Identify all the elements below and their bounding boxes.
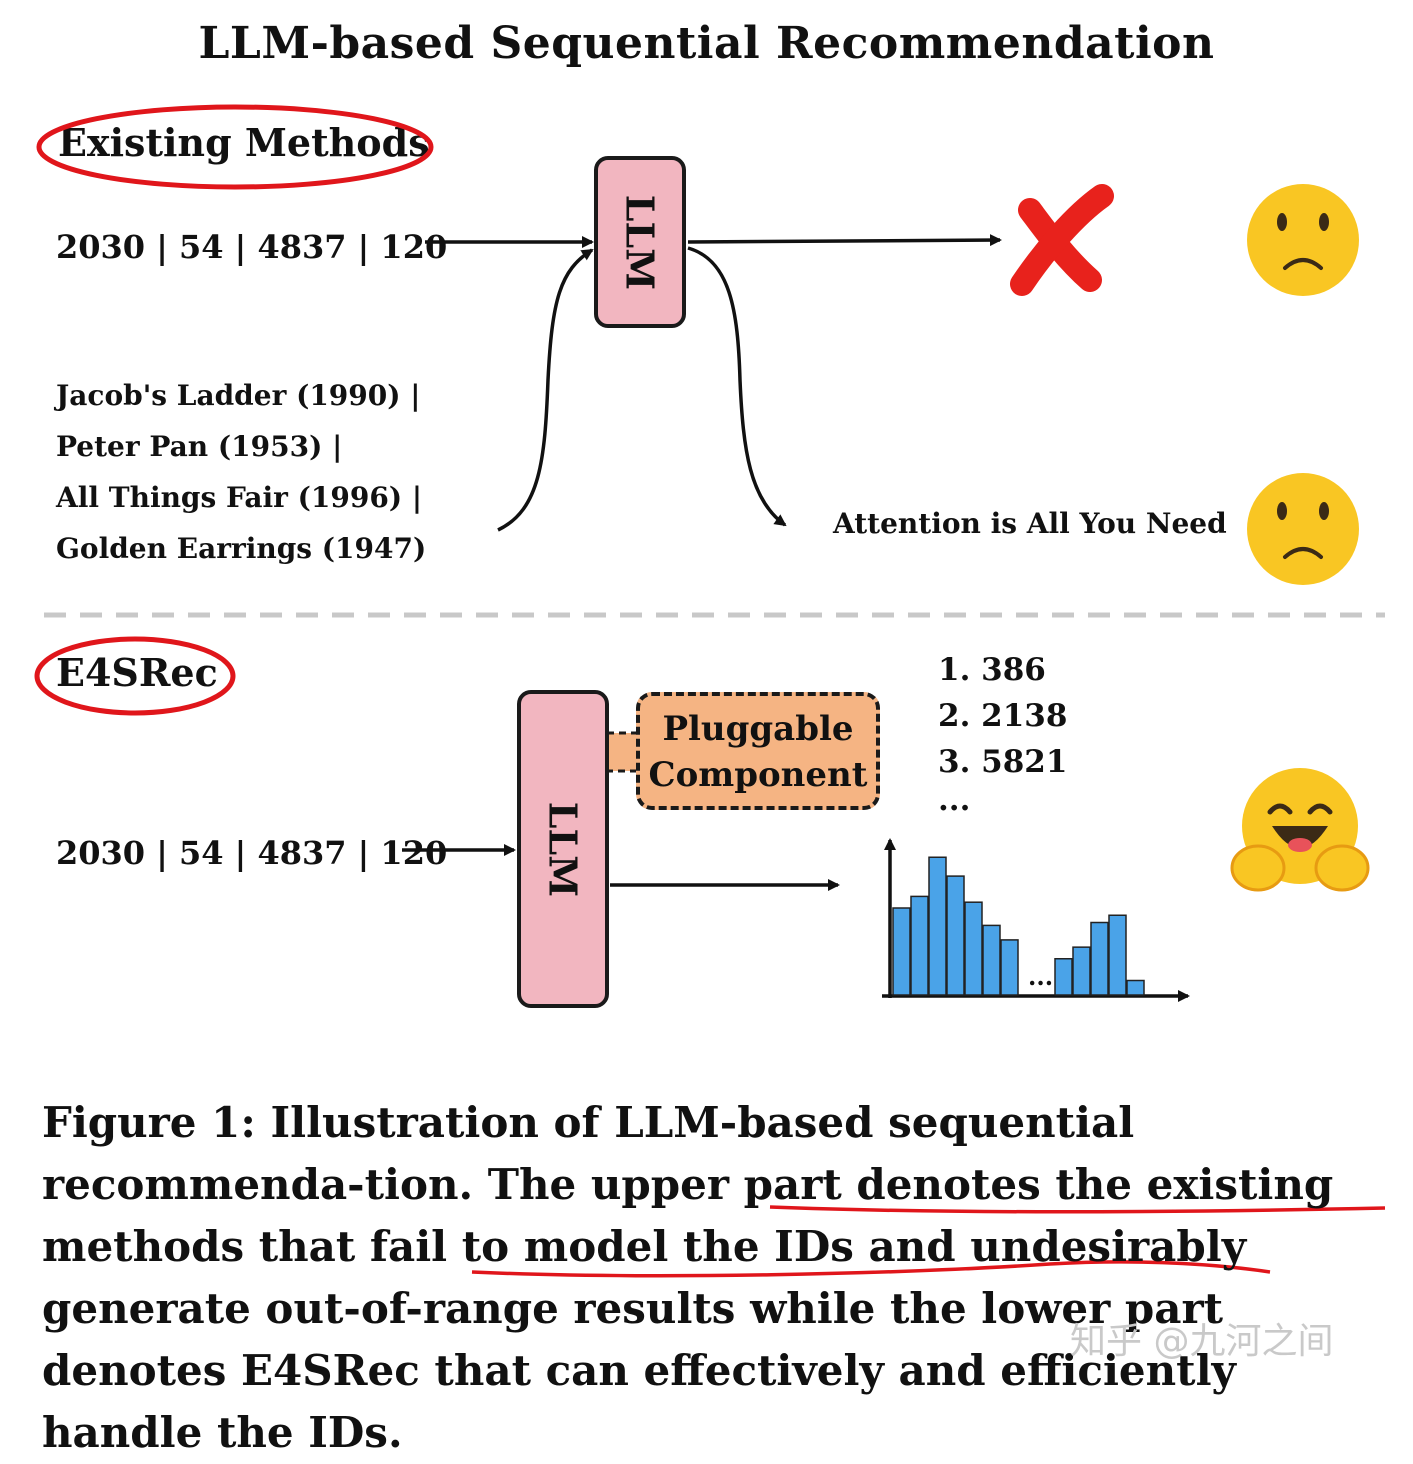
caption-underline-2 (471, 1260, 1271, 1278)
hugging-face-icon (1230, 768, 1370, 892)
histogram-bar (928, 856, 947, 996)
llm-to-text-arrow (687, 246, 787, 527)
llm-label: LLM (617, 194, 663, 290)
rank-item: ... (938, 782, 971, 818)
title-line: Peter Pan (1953) | (56, 430, 343, 463)
figure-caption: Figure 1: Illustration of LLM-based sequ… (42, 1092, 1402, 1464)
sad-face-icon-2 (1247, 473, 1359, 585)
title-sequence: Jacob's Ladder (1990) | Peter Pan (1953)… (56, 370, 426, 574)
llm-to-output-arrow (687, 234, 1002, 247)
llm-block-2: LLM (517, 690, 609, 1008)
existing-methods-label: Existing Methods (58, 120, 430, 165)
red-x-icon (1010, 184, 1114, 296)
histogram-axes (882, 838, 1190, 1002)
generated-title-output: Attention is All You Need (833, 507, 1227, 540)
caption-part: results while the lower part denotes E4S… (42, 1284, 1236, 1457)
histogram-bar (1090, 921, 1109, 996)
pluggable-connector (605, 731, 641, 773)
histogram-bar (1108, 914, 1127, 996)
titles-to-llm-arrow (497, 248, 594, 532)
existing-methods-circle (36, 104, 434, 190)
title-line: Jacob's Ladder (1990) | (56, 379, 421, 412)
histogram-bar (892, 907, 911, 996)
pluggable-component: Pluggable Component (636, 692, 880, 810)
llm-block: LLM (594, 156, 686, 328)
caption-highlight-2: undesirably generate out-of-range (42, 1222, 1247, 1333)
histogram-bar (1054, 958, 1073, 996)
rank-item: 1. 386 (938, 652, 1046, 688)
pluggable-line1: Pluggable (662, 709, 854, 749)
histogram-bar (964, 901, 983, 996)
histogram-bars (892, 856, 1145, 996)
caption-underline-1 (769, 1205, 1386, 1214)
watermark: 知乎 @九河之间 (1070, 1321, 1334, 1362)
histogram-bar (910, 895, 929, 996)
figure-title: LLM-based Sequential Recommendation (198, 18, 1215, 69)
sad-face-icon (1247, 184, 1359, 296)
e4srec-label: E4SRec (56, 650, 218, 695)
llm-label-2: LLM (540, 801, 586, 897)
histogram-bar (1000, 939, 1019, 996)
rank-item: 2. 2138 (938, 698, 1068, 734)
caption-part: model the IDs and (509, 1222, 971, 1271)
histogram-bar (946, 875, 965, 996)
e4srec-circle (34, 636, 236, 716)
id-sequence-2: 2030 | 54 | 4837 | 120 (56, 834, 448, 872)
caption-highlight-1: existing methods that fail to (42, 1160, 1334, 1271)
caption-part: Figure 1: Illustration of LLM-based sequ… (42, 1098, 1147, 1209)
histogram-bar (1126, 979, 1145, 996)
rank-item: 3. 5821 (938, 744, 1068, 780)
title-line: All Things Fair (1996) | (56, 481, 423, 514)
histogram-bar (1072, 946, 1091, 996)
id-sequence: 2030 | 54 | 4837 | 120 (56, 228, 448, 266)
histogram-ellipsis: ... (1028, 962, 1054, 991)
annotation-layer (34, 104, 1386, 1278)
ranked-list: 1. 386 2. 2138 3. 5821 ... (938, 647, 1068, 818)
pluggable-line2: Component (648, 755, 868, 795)
histogram-bar (982, 924, 1001, 996)
title-line: Golden Earrings (1947) (56, 532, 427, 565)
